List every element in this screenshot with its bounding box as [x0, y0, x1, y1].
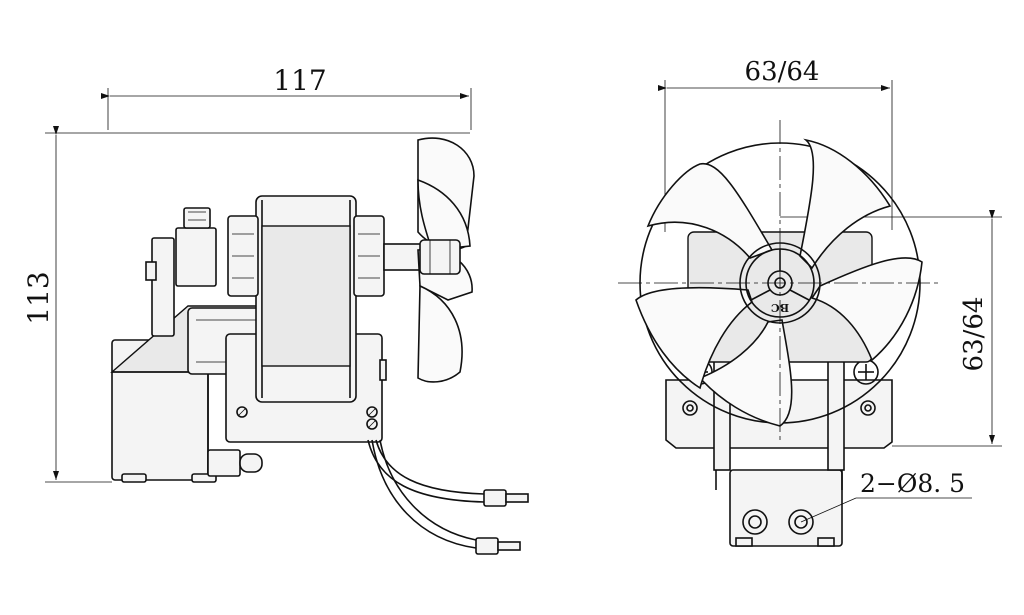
height-dimension: 113 — [22, 126, 470, 483]
front-base-block — [715, 454, 843, 547]
fan-blades — [635, 138, 923, 427]
motor-stack — [227, 195, 385, 403]
side-view: 117 113 — [22, 64, 529, 555]
front-view: 63/64 63/64 2−Ø8. 5 — [618, 57, 1002, 547]
width-label: 117 — [273, 64, 326, 97]
hole-label: 2−Ø8. 5 — [860, 469, 965, 498]
fan-width-dimension: 63/64 — [658, 57, 893, 232]
fan-side-profile — [417, 137, 475, 383]
center-lines — [618, 120, 940, 440]
fan-width-label: 63/64 — [745, 57, 820, 87]
height-label: 113 — [22, 271, 55, 324]
fan-height-label: 63/64 — [959, 297, 989, 372]
width-dimension: 117 — [101, 64, 472, 130]
lead-wires — [367, 439, 529, 555]
left-bracket — [145, 207, 217, 337]
hole-callout: 2−Ø8. 5 — [800, 469, 972, 523]
fan-height-dimension: 63/64 — [780, 210, 1002, 447]
motor-shaft — [383, 243, 425, 271]
